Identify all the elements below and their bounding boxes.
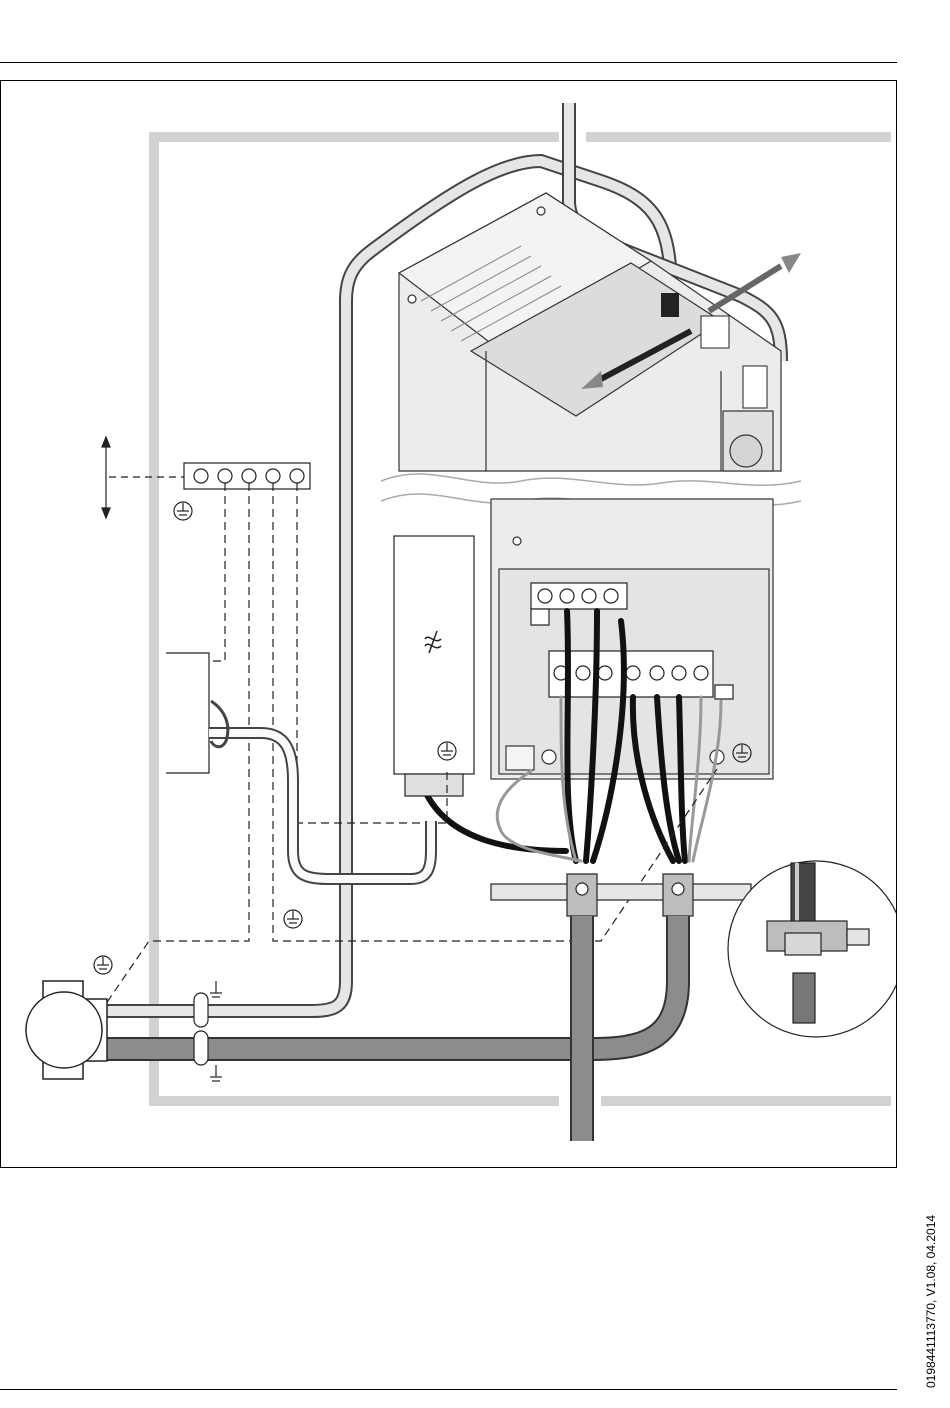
top-rule [0,62,897,63]
terminal-block-lower [549,651,733,699]
wiring-diagram-frame [0,80,897,1168]
motor [26,981,107,1079]
bottom-rule [0,1389,897,1390]
wiring-diagram [1,81,897,1168]
cable-clamps [194,981,222,1081]
double-arrow-icon [102,437,184,518]
detail-view [728,861,897,1037]
emc-filter [394,536,474,796]
ground-bar [184,463,310,489]
shield-clamp-bar [491,874,751,916]
document-reference: 0198441113770, V1.08, 04.2014 [924,1215,938,1388]
connection-box [166,653,209,773]
motor-cable [101,916,678,1141]
